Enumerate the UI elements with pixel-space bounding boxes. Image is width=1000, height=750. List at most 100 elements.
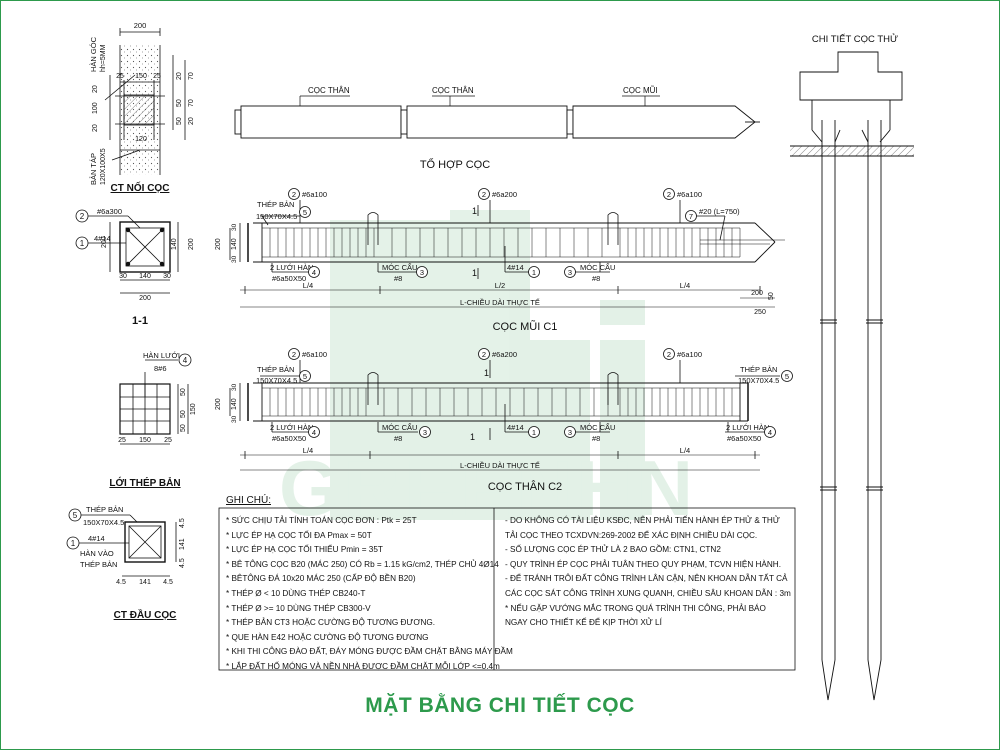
section-dim: 30 bbox=[163, 273, 171, 280]
tip-dim: 250 bbox=[754, 309, 766, 316]
section-tag-num: 2 bbox=[80, 212, 85, 221]
note-line: TẢI CỌC THEO TCXDVN:269-2002 ĐỂ XÁC ĐỊNH… bbox=[505, 530, 758, 540]
assembly-title: TỔ HỢP CỌC bbox=[420, 158, 490, 171]
test-pile-title: CHI TIẾT CỌC THỬ bbox=[812, 33, 898, 45]
watermark-text: GREENHN bbox=[279, 444, 697, 532]
joint-dim: 20 bbox=[92, 124, 99, 132]
tip-hook-label: MÓC CẨU bbox=[382, 263, 417, 272]
body-hook-num: 3 bbox=[423, 428, 427, 437]
body-hook-bar: #8 bbox=[394, 434, 402, 443]
note-line: NGAY CHO THIẾT KẾ ĐỂ KỊP THỜI XỬ LÍ bbox=[505, 618, 662, 628]
joint-dim: 50 bbox=[176, 117, 183, 125]
tip-dim: 140 bbox=[231, 238, 238, 250]
body-mesh-size: #6a50X50 bbox=[272, 434, 306, 443]
tip-pile-hooks bbox=[229, 200, 775, 308]
joint-detail bbox=[104, 28, 186, 175]
section-dim: 140 bbox=[171, 238, 178, 250]
tip-tip-bar: #20 (L=750) bbox=[699, 207, 740, 216]
body-mesh-label: 2 LƯỚI HÀN bbox=[726, 423, 769, 432]
mesh-dim: 50 bbox=[180, 410, 187, 418]
section-tag-top: #6a300 bbox=[97, 207, 122, 216]
tip-plate-label: THÉP BẢN bbox=[257, 200, 294, 209]
note-line: - ĐỂ TRÁNH TRÔI ĐẤT CÔNG TRÌNH LÂN CẬN, … bbox=[505, 574, 788, 584]
tip-stirrup-num: 2 bbox=[482, 190, 486, 199]
joint-texts: 200 25 150 25 120 20 20 100 70 20 70 50 … bbox=[89, 21, 195, 194]
assembly-texts bbox=[299, 95, 660, 106]
tip-dim: L/4 bbox=[680, 281, 690, 290]
mesh-num: 4 bbox=[183, 356, 188, 365]
body-section-mark: 1 bbox=[484, 368, 489, 378]
head-title: CT ĐẦU CỌC bbox=[114, 608, 177, 621]
note-line: * KHI THI CÔNG ĐÀO ĐẤT, ĐÁY MÓNG ĐƯỢC ĐẦ… bbox=[226, 647, 513, 657]
watermark: GREENHN bbox=[279, 210, 697, 532]
assembly-label: CỌC THÂN bbox=[432, 86, 474, 95]
tip-hook-bar: #8 bbox=[394, 274, 402, 283]
tip-stirrup: #6a100 bbox=[302, 190, 327, 199]
body-pile-leaders bbox=[229, 360, 780, 471]
assembly-label: CỌC MŨI bbox=[623, 86, 658, 95]
note-line: * LỰC ÉP HẠ CỌC TỐI THIỂU Pmin = 35T bbox=[226, 545, 383, 555]
joint-dim: 20 bbox=[188, 117, 195, 125]
tip-plate-num: 5 bbox=[303, 208, 307, 217]
head-dim: 4.5 bbox=[116, 579, 126, 586]
tip-hook-num: 3 bbox=[420, 268, 424, 277]
mesh-bar: 8#6 bbox=[154, 364, 167, 373]
body-dim: L/4 bbox=[303, 446, 313, 455]
joint-dim: 150 bbox=[135, 73, 147, 80]
tip-mesh-label: 2 LƯỚI HÀN bbox=[270, 263, 313, 272]
notes-frame bbox=[218, 507, 796, 671]
notes-heading: GHI CHÚ: bbox=[226, 493, 271, 506]
note-line: * BÊ TÔNG CỌC B20 (MÁC 250) CÓ Rb = 1.15… bbox=[226, 559, 499, 569]
head-dim: 4.5 bbox=[163, 579, 173, 586]
body-stirrup-num: 2 bbox=[667, 350, 671, 359]
tip-section-mark: 1 bbox=[472, 206, 477, 216]
body-dim: 200 bbox=[215, 398, 222, 410]
joint-dim: 50 bbox=[176, 99, 183, 107]
section-dim: 30 bbox=[119, 273, 127, 280]
body-plate-num: 5 bbox=[785, 372, 789, 381]
tip-mesh-size: #6a50X50 bbox=[272, 274, 306, 283]
head-detail bbox=[78, 514, 177, 577]
tip-main-num: 1 bbox=[532, 268, 536, 277]
body-plate-size: 150X70X4.5 bbox=[738, 376, 779, 385]
page-title: MẶT BẰNG CHI TIẾT CỌC bbox=[365, 694, 635, 717]
note-line: * THÉP Ø < 10 DÙNG THÉP CB240-T bbox=[226, 588, 366, 598]
head-dim: 4.5 bbox=[179, 558, 186, 568]
body-dim: 140 bbox=[231, 398, 238, 410]
tip-title: CỌC MŨI C1 bbox=[493, 320, 558, 333]
body-plate-label: THÉP BẢN bbox=[257, 365, 294, 374]
body-hook-bar: #8 bbox=[592, 434, 600, 443]
body-hook-label: MÓC CẨU bbox=[382, 423, 417, 432]
mesh-dim: 50 bbox=[180, 424, 187, 432]
head-plate-size: 150X70X4.5 bbox=[83, 518, 124, 527]
body-plate-num: 5 bbox=[303, 372, 307, 381]
body-stirrup: #6a100 bbox=[677, 350, 702, 359]
head-plate-num: 5 bbox=[73, 511, 78, 520]
assembly-label: CỌC THÂN bbox=[308, 86, 350, 95]
tip-dim: L/2 bbox=[495, 281, 505, 290]
note-line: * THÉP BẢN CT3 HOẶC CƯỜNG ĐỘ TƯƠNG ĐƯƠNG… bbox=[226, 618, 435, 628]
body-section-mark: 1 bbox=[470, 432, 475, 442]
joint-plate-size: 120X100X5 bbox=[100, 148, 107, 185]
joint-weld-size: hh=5MM bbox=[100, 44, 107, 72]
mesh-dim: 150 bbox=[139, 437, 151, 444]
tip-hook-bar: #8 bbox=[592, 274, 600, 283]
note-line: * BÊTÔNG ĐÁ 10x20 MÁC 250 (CẤP ĐỘ BỀN B2… bbox=[226, 574, 416, 584]
section-dim: 140 bbox=[139, 273, 151, 280]
body-pile-drawing bbox=[247, 382, 749, 422]
note-line: - SỐ LƯỢNG CỌC ÉP THỬ LÀ 2 BAO GỒM: CTN1… bbox=[505, 545, 721, 555]
body-plate-size: 150X70X4.5 bbox=[256, 376, 297, 385]
head-weld-label2: THÉP BẢN bbox=[80, 560, 117, 569]
mesh-dim: 50 bbox=[180, 388, 187, 396]
tip-dim: 200 bbox=[215, 238, 222, 250]
body-dim: L-CHIỀU DÀI THỰC TẾ bbox=[460, 460, 540, 470]
tip-section-mark: 1 bbox=[472, 268, 477, 278]
note-line: - DO KHÔNG CÓ TÀI LIỆU KSĐC, NÊN PHẢI TI… bbox=[505, 516, 780, 525]
tip-stirrup-num: 2 bbox=[292, 190, 296, 199]
head-dim: 141 bbox=[179, 538, 186, 550]
head-dim: 141 bbox=[139, 579, 151, 586]
note-line: * THÉP Ø >= 10 DÙNG THÉP CB300-V bbox=[226, 603, 371, 613]
section-1-1 bbox=[85, 215, 179, 294]
joint-dim: 70 bbox=[188, 72, 195, 80]
